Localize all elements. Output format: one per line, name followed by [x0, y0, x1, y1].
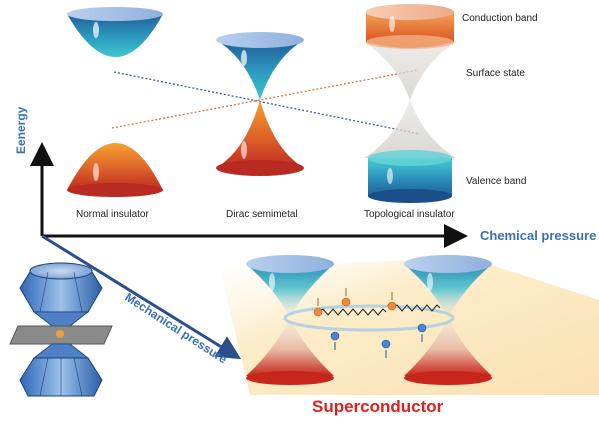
electron-blue: [381, 339, 391, 349]
diamond-anvil-cell: [9, 262, 113, 397]
mechanical-pressure-axis: [41, 234, 242, 360]
topological-valence-band: [368, 150, 452, 203]
electron-orange: [387, 301, 397, 311]
phonon-wave-right: [391, 304, 441, 312]
conduction-band-label: Conduction band: [462, 13, 538, 24]
superconductor-left-cone: [246, 255, 334, 385]
electron-orange: [341, 297, 351, 307]
axes: [30, 142, 468, 360]
electron-orange: [313, 307, 323, 317]
topological-conduction-band: [366, 4, 454, 49]
surface-state-label: Surface state: [466, 68, 525, 79]
electron-blue: [330, 331, 340, 341]
chemical-pressure-label: Chemical pressure: [480, 228, 597, 243]
topological-insulator-label: Topological insulator: [364, 209, 455, 220]
band-connection-lines: [111, 69, 421, 135]
dirac-valence-band: [216, 100, 304, 176]
phonon-wave-left: [317, 308, 387, 316]
cooper-pair-ring: [283, 288, 455, 358]
dirac-conduction-band: [216, 32, 304, 100]
normal-conduction-band: [67, 7, 163, 57]
conduction-dotted-line: [113, 71, 421, 135]
surface-state-cone: [364, 35, 456, 158]
dirac-semimetal-label: Dirac semimetal: [226, 209, 298, 220]
normal-valence-band: [67, 143, 163, 197]
superconductor-label: Superconductor: [312, 397, 444, 416]
electron-blue: [417, 323, 427, 333]
normal-insulator-label: Normal insulator: [76, 209, 149, 220]
energy-axis-label: Eenergy: [14, 106, 28, 154]
superconductor-right-cone: [404, 255, 492, 385]
valence-band-label: Valence band: [466, 176, 527, 187]
